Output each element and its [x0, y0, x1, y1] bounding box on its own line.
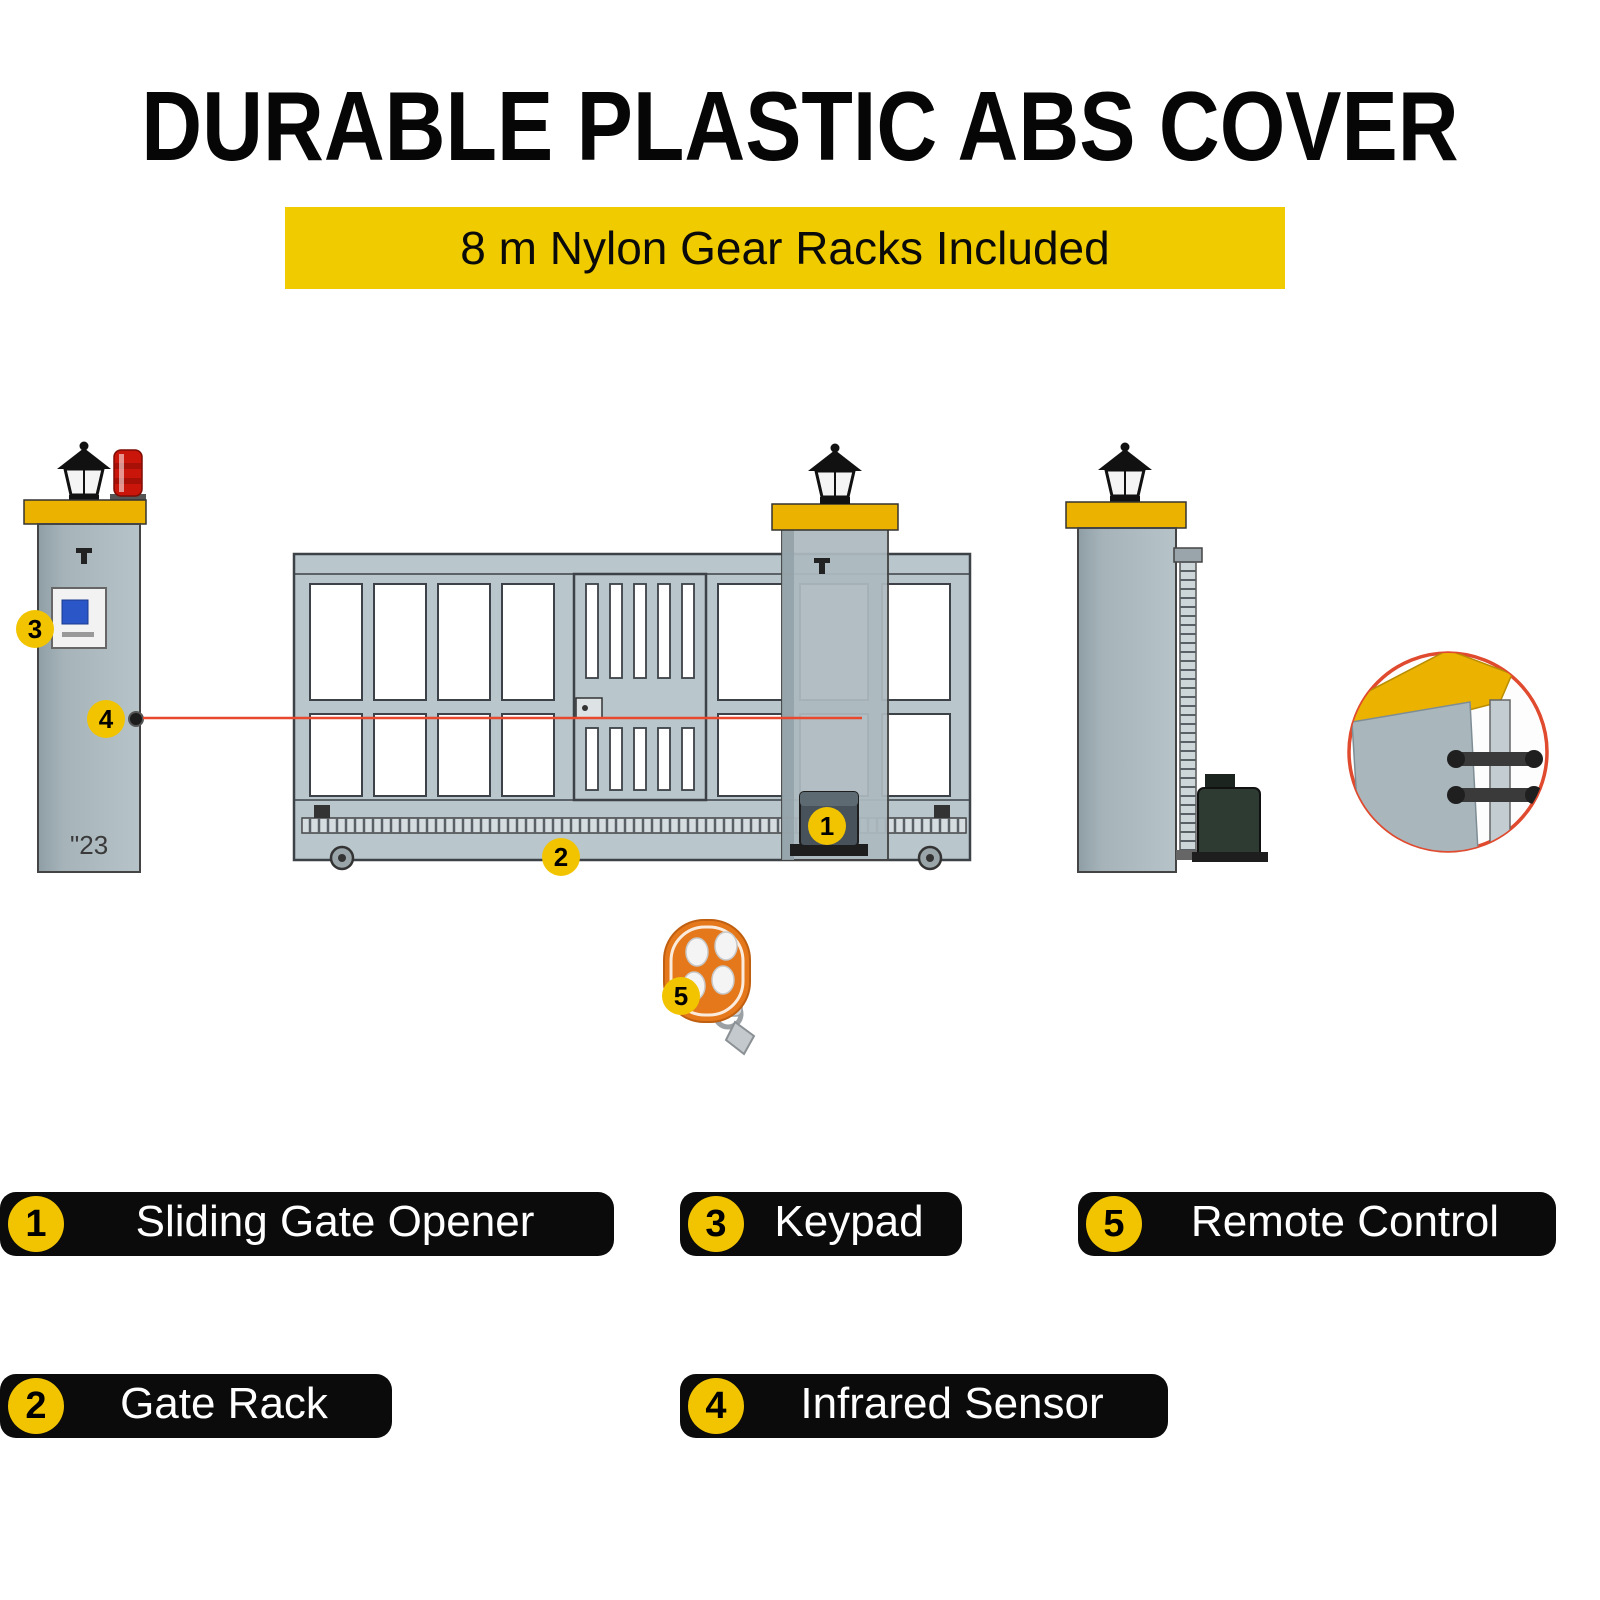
- gate-left-panes: [309, 583, 555, 797]
- callout-remote: 5: [662, 977, 700, 1015]
- legend-label-opener: Sliding Gate Opener: [135, 1197, 535, 1246]
- legend-num-remote: 5: [1086, 1196, 1142, 1252]
- pillar-body: [37, 523, 141, 873]
- gate-wheels: [329, 845, 943, 871]
- gate-diagram: "23: [0, 420, 1600, 1080]
- legend-item-infrared-sensor: 4 Infrared Sensor: [680, 1374, 1168, 1438]
- banner-text: 8 m Nylon Gear Racks Included: [460, 222, 1110, 274]
- legend-num-infrared: 4: [688, 1378, 744, 1434]
- legend-label-infrared: Infrared Sensor: [800, 1379, 1104, 1428]
- gate-door: [572, 572, 708, 802]
- callout-infrared: 4: [87, 700, 125, 738]
- legend-num-keypad: 3: [688, 1196, 744, 1252]
- pillar-cap: [23, 499, 147, 525]
- legend-label-remote: Remote Control: [1190, 1197, 1500, 1246]
- legend-item-remote-control: 5 Remote Control: [1078, 1192, 1556, 1256]
- pillar-mark-text: "23: [70, 830, 108, 860]
- alarm-beacon-icon: [110, 449, 146, 504]
- exit-pillar: [1065, 441, 1268, 873]
- legend-item-keypad: 3 Keypad: [680, 1192, 962, 1256]
- callout-opener: 1: [808, 807, 846, 845]
- title-wrap: DURABLE PLASTIC ABS COVER: [0, 70, 1600, 183]
- infrared-sensor: [128, 711, 144, 727]
- keypad-panel: [51, 587, 107, 649]
- banner: 8 m Nylon Gear Racks Included: [285, 207, 1285, 289]
- legend-label-gate-rack: Gate Rack: [120, 1379, 328, 1428]
- rack-detail-inset: [1347, 651, 1549, 853]
- page-title: DURABLE PLASTIC ABS COVER: [141, 71, 1459, 181]
- legend-num-gate-rack: 2: [8, 1378, 64, 1434]
- entry-pillar: "23: [23, 440, 147, 873]
- rack-motor: [1192, 774, 1268, 862]
- legend-num-opener: 1: [8, 1196, 64, 1252]
- legend-item-gate-rack: 2 Gate Rack: [0, 1374, 392, 1438]
- callout-keypad: 3: [16, 610, 54, 648]
- callout-gate-rack: 2: [542, 838, 580, 876]
- door-lock: [575, 697, 603, 719]
- vertical-rack: [1173, 547, 1203, 860]
- gate-diagram-art: "23: [23, 440, 1549, 1056]
- legend-item-sliding-gate-opener: 1 Sliding Gate Opener: [0, 1192, 614, 1256]
- gate-post: [771, 442, 899, 861]
- legend-label-keypad: Keypad: [774, 1197, 924, 1246]
- post-lamp-icon: [806, 442, 864, 506]
- sliding-gate: [292, 552, 972, 871]
- lamp-icon: [55, 440, 113, 504]
- exit-lamp-icon: [1096, 441, 1154, 505]
- pillar-mark-t2: [81, 548, 87, 564]
